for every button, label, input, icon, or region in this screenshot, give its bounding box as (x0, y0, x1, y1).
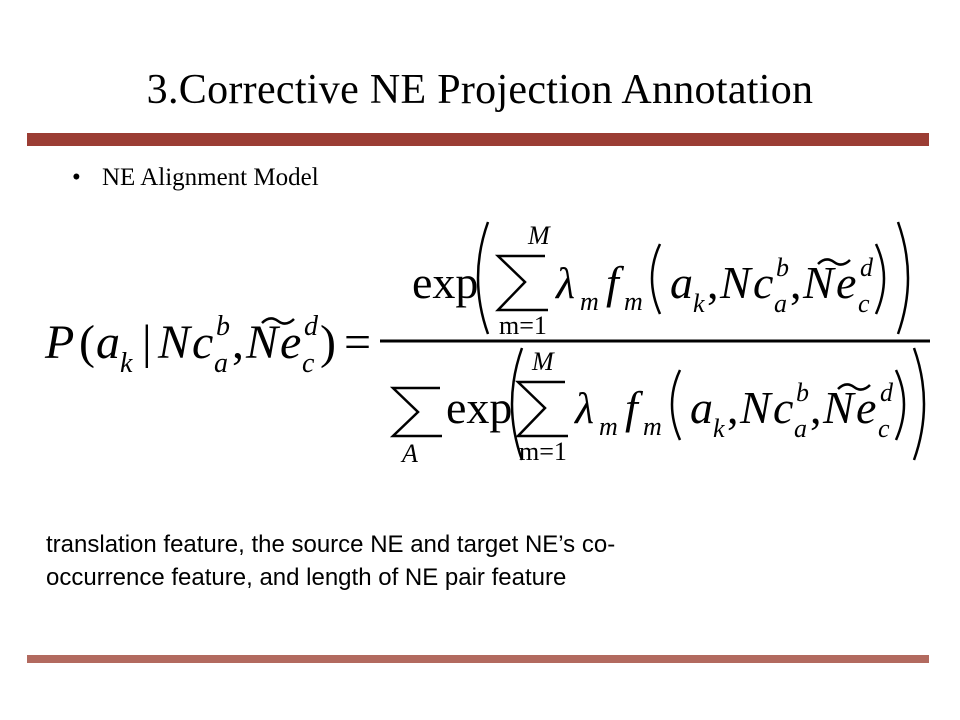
lhs-N2: N (245, 316, 281, 369)
den-left-paren (670, 369, 682, 441)
den-arg-sup-d: d (880, 378, 894, 407)
num-tilde (817, 258, 851, 266)
num-lambda-sub: m (580, 287, 599, 316)
lhs-close-paren: ) (320, 316, 336, 369)
den-sum-lower: m=1 (519, 437, 567, 466)
bullet-text: NE Alignment Model (102, 164, 319, 191)
den-arg-N2: N (822, 382, 856, 433)
den-arg-c1: c (773, 382, 793, 433)
den-sigma (514, 380, 568, 438)
lhs-c1: c (192, 316, 213, 369)
den-outer-sigma (389, 386, 442, 438)
lhs-sup-b: b (216, 311, 230, 342)
den-comma2: , (810, 382, 822, 433)
num-left-paren (650, 243, 662, 315)
num-arg-N2: N (802, 257, 836, 308)
num-big-right-paren (896, 221, 910, 335)
num-sum-upper: M (527, 221, 551, 250)
den-arg-k: k (713, 414, 725, 443)
lhs-P: P (44, 316, 74, 369)
num-sigma (494, 254, 548, 312)
lhs-tilde (261, 317, 295, 325)
den-sum-upper: M (531, 347, 555, 376)
num-arg-sub-c: c (858, 289, 870, 318)
lhs-sub-c: c (302, 348, 315, 379)
num-arg-c1: c (753, 257, 773, 308)
den-arg-sup-b: b (796, 378, 809, 407)
bullet-dot: • (72, 164, 81, 191)
den-outer-sum-lower: A (400, 439, 418, 468)
den-arg-sub-a: a (794, 414, 807, 443)
den-arg-sub-c: c (878, 414, 890, 443)
den-f: f (625, 382, 644, 433)
lhs-sup-d: d (304, 311, 319, 342)
den-arg-e: e (856, 382, 876, 433)
den-arg-a: a (690, 382, 713, 433)
formula-lhs: P ( a k | N c b a , N e d c ) = (44, 311, 371, 379)
num-sum-lower: m=1 (499, 311, 547, 340)
den-arg-N1: N (739, 382, 773, 433)
formula-numerator: exp M m=1 λ m f m a k , N c b a , N e d … (412, 221, 910, 340)
top-divider (27, 133, 929, 146)
num-arg-k: k (693, 289, 705, 318)
slide-title: 3.Corrective NE Projection Annotation (146, 67, 814, 113)
den-big-left-paren (510, 347, 524, 461)
den-f-sub: m (643, 412, 662, 441)
lhs-comma: , (232, 316, 244, 369)
lhs-N1: N (157, 316, 193, 369)
num-big-left-paren (476, 221, 490, 335)
num-lambda: λ (554, 259, 575, 308)
bottom-divider (27, 655, 929, 663)
num-exp: exp (412, 257, 478, 308)
den-comma1: , (727, 382, 739, 433)
lhs-a: a (96, 316, 120, 369)
num-f: f (606, 257, 625, 308)
num-arg-e: e (836, 257, 856, 308)
num-comma2: , (790, 257, 802, 308)
num-arg-a: a (670, 257, 693, 308)
feature-note-line1: translation feature, the source NE and t… (46, 531, 616, 558)
den-exp: exp (446, 382, 512, 433)
num-f-sub: m (624, 287, 643, 316)
num-comma1: , (707, 257, 719, 308)
num-right-paren (874, 243, 886, 315)
equals-sign: = (344, 316, 371, 369)
num-arg-sub-a: a (774, 289, 787, 318)
feature-note: translation feature, the source NE and t… (46, 528, 866, 594)
bullet-item: • NE Alignment Model (72, 160, 319, 196)
feature-note-line2: occurrence feature, and length of NE pai… (46, 564, 567, 591)
den-big-right-paren (912, 347, 926, 461)
lhs-bar: | (142, 316, 152, 369)
den-lambda-sub: m (599, 412, 618, 441)
num-arg-sup-b: b (776, 253, 789, 282)
den-right-paren (894, 369, 906, 441)
formula-denominator: A exp M m=1 λ m f m a k , N c b a , N e … (389, 347, 926, 468)
lhs-k: k (120, 348, 133, 379)
num-arg-sup-d: d (860, 253, 874, 282)
num-arg-N1: N (719, 257, 753, 308)
den-tilde (837, 383, 871, 391)
den-lambda: λ (573, 384, 594, 433)
lhs-open-paren: ( (79, 316, 95, 369)
lhs-e: e (280, 316, 301, 369)
lhs-sub-a: a (214, 348, 228, 379)
